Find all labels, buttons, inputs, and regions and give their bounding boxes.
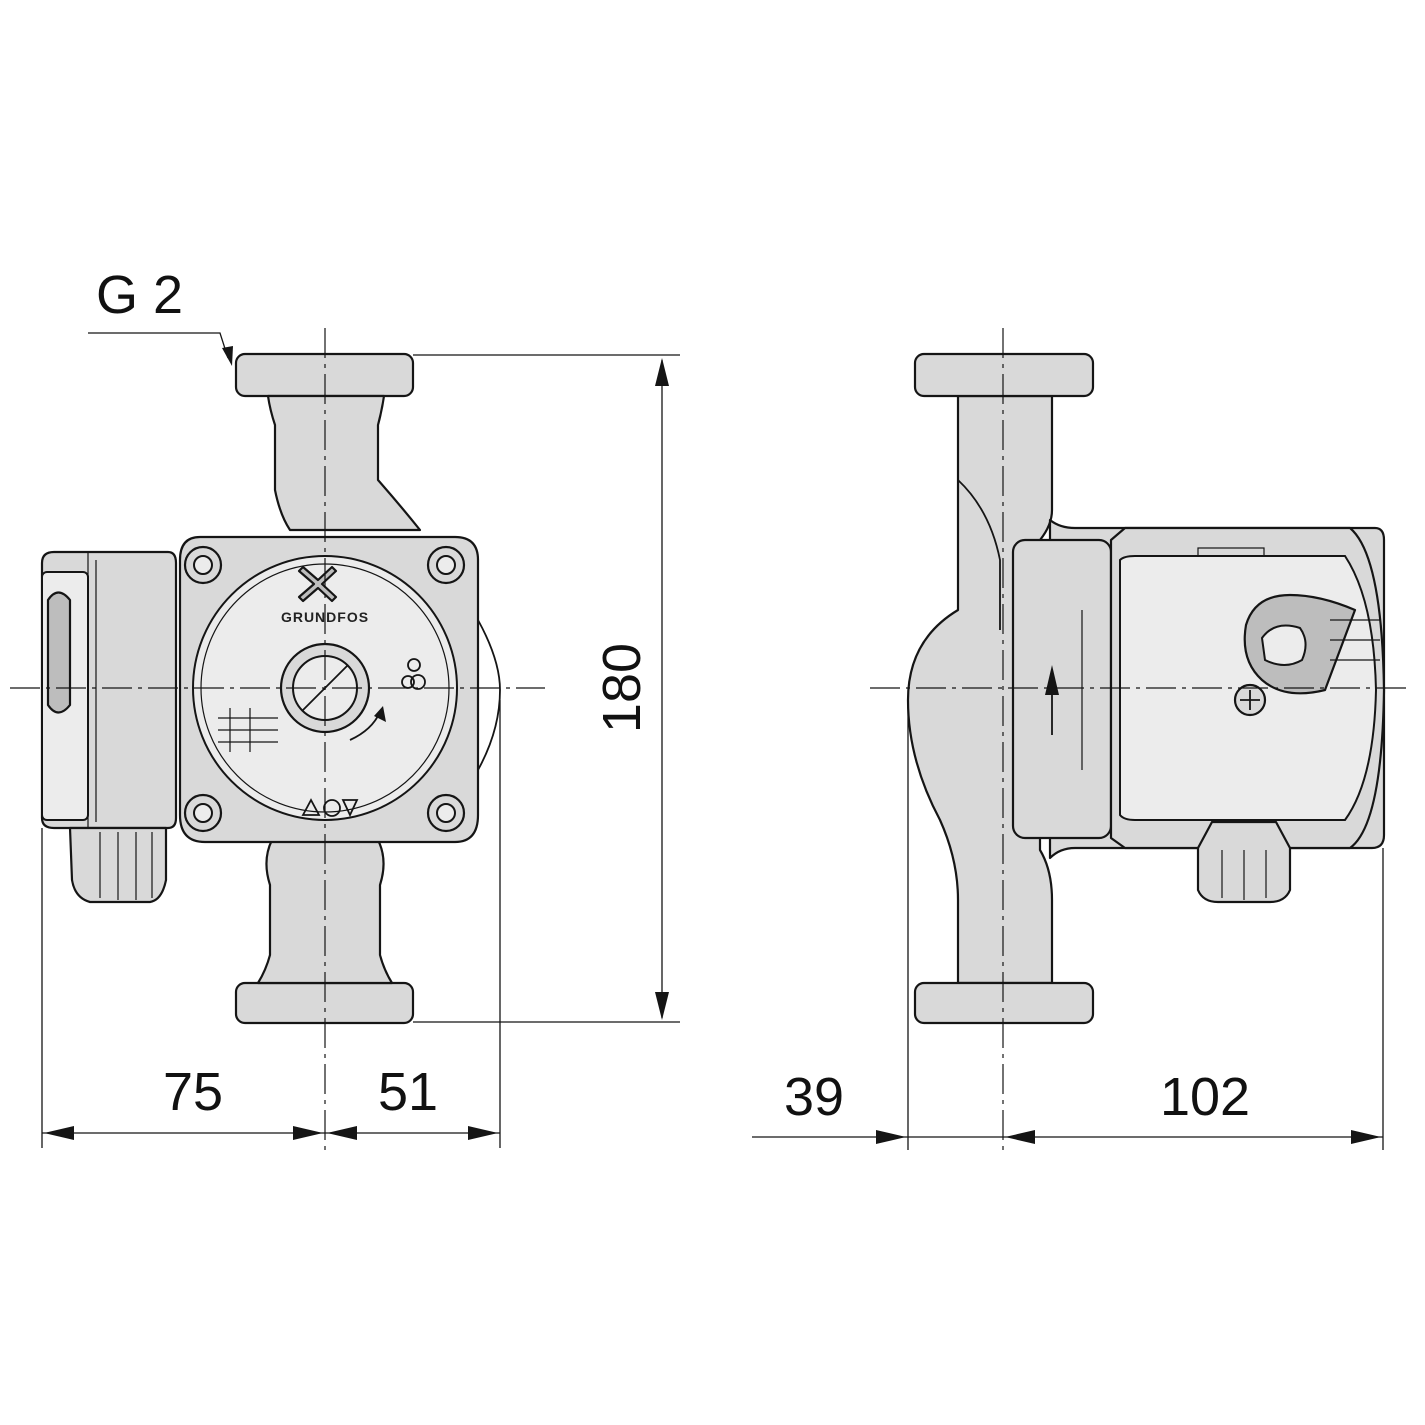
- bolt-top-right: [426, 545, 466, 585]
- nameplate-grid: [218, 708, 278, 752]
- bolt-bottom-right: [426, 793, 466, 833]
- front-lower-neck: [256, 838, 394, 985]
- front-view: GRUNDFOS: [40, 352, 501, 1025]
- warning-symbols-icon: [301, 798, 359, 818]
- side-top-flange: [913, 352, 1095, 398]
- thread-size-label: G 2: [96, 265, 183, 325]
- side-front-plate: [1011, 538, 1113, 840]
- front-left-width-label: 75: [163, 1062, 223, 1122]
- screw-icon: [1233, 683, 1267, 717]
- bolt-bottom-left: [183, 793, 223, 833]
- bolt-top-left: [183, 545, 223, 585]
- front-upper-neck: [266, 394, 422, 532]
- side-right-width-label: 102: [1160, 1067, 1250, 1127]
- height-dimension-label: 180: [592, 643, 652, 733]
- side-left-width-label: 39: [784, 1067, 844, 1127]
- front-right-width-label: 51: [378, 1062, 438, 1122]
- side-view: [906, 352, 1386, 1025]
- terminal-box-knob: [46, 591, 72, 714]
- side-bottom-flange: [913, 981, 1095, 1025]
- thread-leader: [88, 332, 229, 359]
- center-lines: [10, 328, 1410, 1150]
- dimension-lines: [41, 332, 1384, 1150]
